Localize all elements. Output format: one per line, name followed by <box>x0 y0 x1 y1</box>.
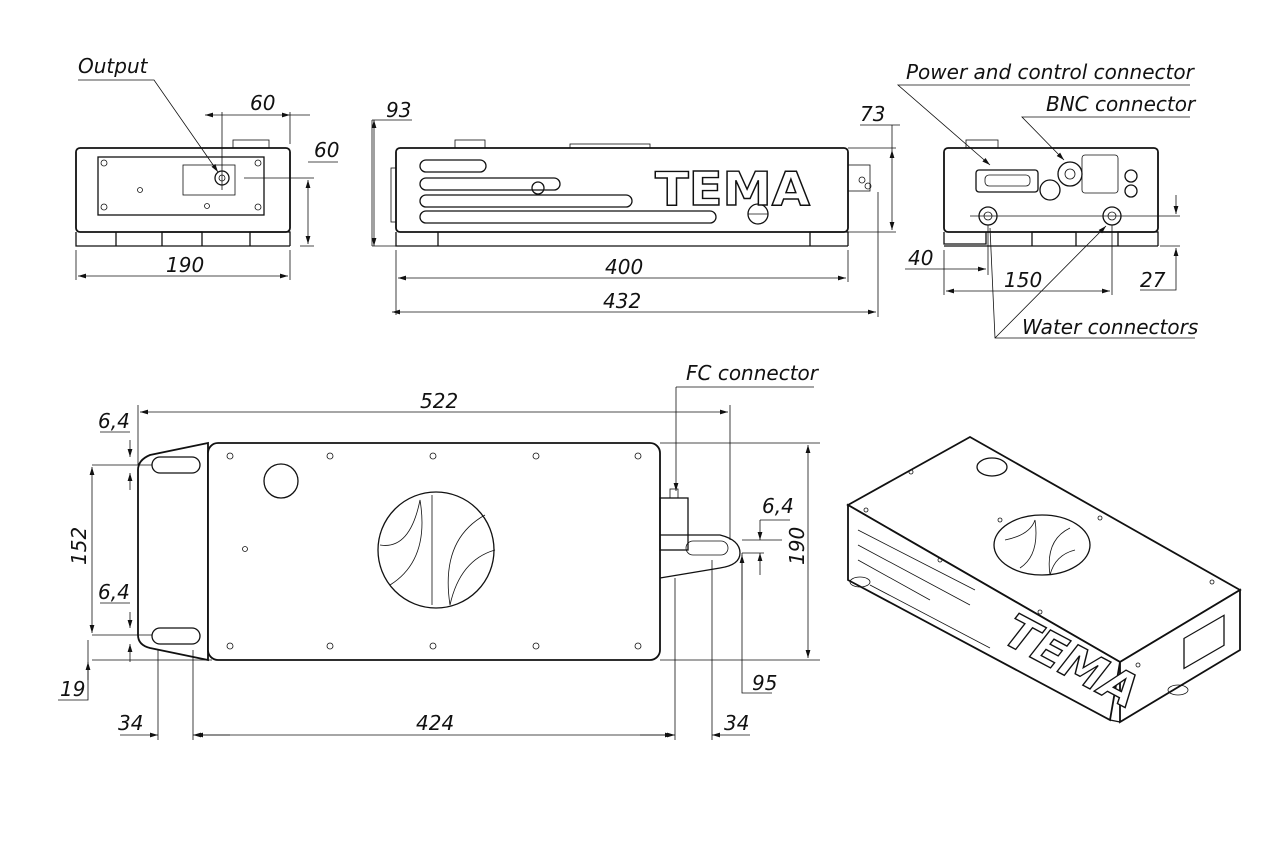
dim-19: 19 <box>60 677 85 701</box>
dim-60-horizontal: 60 <box>250 91 275 115</box>
water-connectors-callout: Water connectors <box>1022 315 1198 339</box>
fc-connector-callout: FC connector <box>686 361 820 385</box>
dim-150: 150 <box>1004 268 1042 292</box>
dim-73: 73 <box>860 102 885 126</box>
side-view: TEMA 93 73 400 432 <box>371 98 900 317</box>
isometric-view: TEMA <box>846 435 1242 724</box>
plan-view: FC connector 522 6,4 152 6,4 19 34 424 3… <box>58 361 820 740</box>
dim-95: 95 <box>752 671 777 695</box>
dim-424: 424 <box>416 711 454 735</box>
dim-27: 27 <box>1140 268 1166 292</box>
dim-190-front: 190 <box>166 253 204 277</box>
dim-190-plan: 190 <box>785 527 809 565</box>
tema-logo-side: TEMA <box>655 162 810 216</box>
dim-34-left: 34 <box>118 711 143 735</box>
dim-522: 522 <box>420 389 458 413</box>
bnc-connector-callout: BNC connector <box>1046 92 1197 116</box>
dim-40: 40 <box>908 246 933 270</box>
front-view: Output 60 60 190 <box>75 54 339 280</box>
dim-6-4-top: 6,4 <box>98 409 130 433</box>
dim-400: 400 <box>605 255 643 279</box>
rear-view: Power and control connector BNC connecto… <box>896 60 1198 339</box>
dim-6-4-right: 6,4 <box>762 494 794 518</box>
dim-152: 152 <box>67 527 91 565</box>
dim-6-4-bottom: 6,4 <box>98 580 130 604</box>
dim-432: 432 <box>603 289 641 313</box>
dim-34-right: 34 <box>724 711 749 735</box>
dim-60-vertical: 60 <box>314 138 339 162</box>
power-control-connector-callout: Power and control connector <box>906 60 1196 84</box>
output-callout: Output <box>78 54 149 78</box>
dim-93: 93 <box>386 98 411 122</box>
